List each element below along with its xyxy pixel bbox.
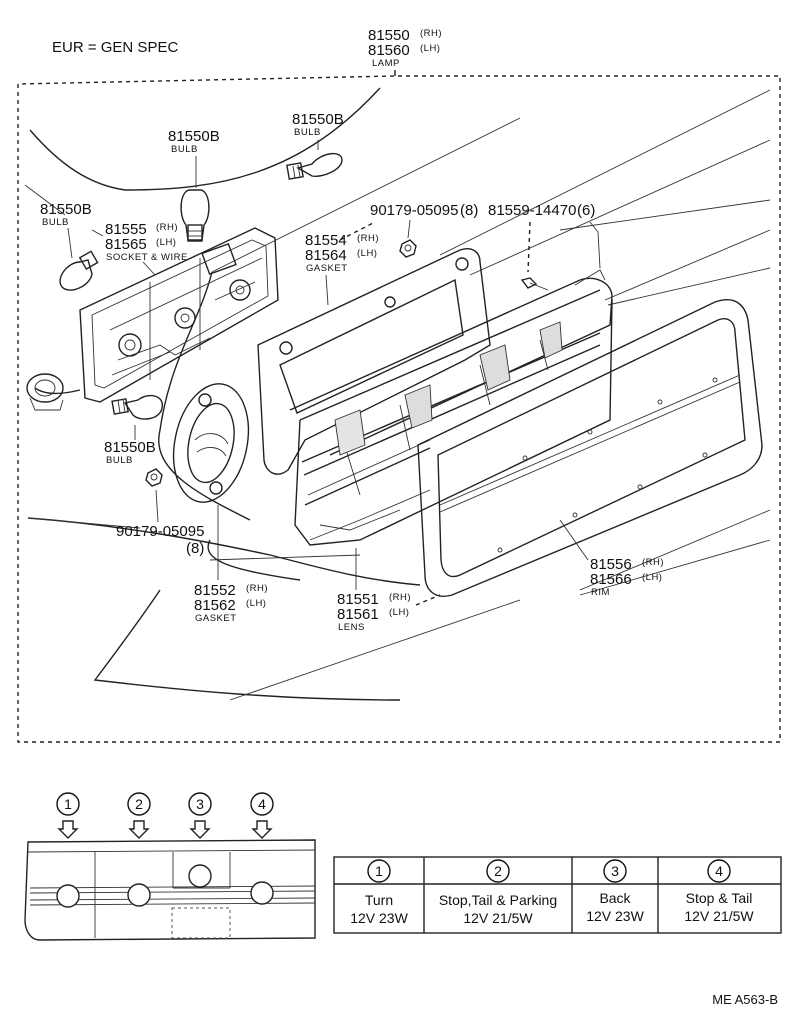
bulb-top-name: BULB bbox=[171, 144, 198, 155]
lens-rh: (RH) bbox=[389, 592, 411, 603]
lamp-pn-rh: 81550 bbox=[368, 27, 410, 44]
rim-lh: (LH) bbox=[642, 572, 662, 583]
table-function-1: Turn bbox=[365, 892, 393, 908]
gasket-a-rh: (RH) bbox=[357, 233, 379, 244]
bulb-bottom-name: BULB bbox=[106, 455, 133, 466]
bulb-upper-icon bbox=[286, 153, 343, 180]
svg-text:1: 1 bbox=[375, 863, 383, 879]
callout-bulb-left: 81550B BULB bbox=[40, 201, 92, 259]
gasket-a-lh: (LH) bbox=[357, 248, 377, 259]
table-header-1: 1 bbox=[367, 859, 391, 883]
lamp-lh: (LH) bbox=[420, 43, 440, 54]
svg-text:3: 3 bbox=[611, 863, 619, 879]
nut-bottom-qty: (8) bbox=[186, 540, 204, 557]
gasket-b-name: GASKET bbox=[195, 613, 237, 624]
gasket-b-pn-lh: 81562 bbox=[194, 597, 236, 614]
nut-bottom-pn: 90179-05095 bbox=[116, 523, 204, 540]
table-spec-4: 12V 21/5W bbox=[684, 908, 754, 924]
lamp-name: LAMP bbox=[372, 58, 400, 69]
lamp-rh: (RH) bbox=[420, 28, 442, 39]
vehicle-body-outline bbox=[24, 87, 771, 701]
svg-text:3: 3 bbox=[196, 796, 204, 812]
table-function-3: Back bbox=[599, 890, 631, 906]
bulb-top-pn: 81550B bbox=[168, 128, 220, 145]
position-marker-2: 2 bbox=[127, 792, 151, 839]
callout-gasket-b: 81552 (RH) 81562 (LH) GASKET bbox=[194, 505, 361, 624]
position-marker-1: 1 bbox=[56, 792, 80, 839]
diagram-code: ME A563-B bbox=[712, 992, 778, 1007]
nut-bottom-icon bbox=[145, 468, 163, 487]
gasket-a-pn-lh: 81564 bbox=[305, 247, 347, 264]
nut-top-qty: (8) bbox=[460, 202, 478, 219]
spec-label: EUR = GEN SPEC bbox=[52, 39, 178, 56]
svg-text:2: 2 bbox=[135, 796, 143, 812]
callout-bulb-upper: 81550B BULB bbox=[292, 111, 344, 150]
nut-top-pn: 90179-05095 bbox=[370, 202, 458, 219]
socket-lh: (LH) bbox=[156, 237, 176, 248]
lens-name: LENS bbox=[338, 622, 365, 633]
callout-bulb-top: 81550B BULB bbox=[168, 128, 220, 188]
callout-screw: 81559-14470 (6) bbox=[488, 202, 601, 273]
gasket-a-name: GASKET bbox=[306, 263, 348, 274]
socket-wire-assembly bbox=[26, 227, 279, 411]
bulb-left-name: BULB bbox=[42, 217, 69, 228]
callout-bulb-bottom: 81550B BULB bbox=[104, 425, 156, 466]
callout-nut-top: 90179-05095 (8) bbox=[370, 202, 478, 239]
rim-pn-lh: 81566 bbox=[590, 571, 632, 588]
rim-pn-rh: 81556 bbox=[590, 556, 632, 573]
bulb-bottom-pn: 81550B bbox=[104, 439, 156, 456]
svg-text:4: 4 bbox=[715, 863, 723, 879]
screw-qty: (6) bbox=[577, 202, 595, 219]
gasket-b-rh: (RH) bbox=[246, 583, 268, 594]
socket-pn-rh: 81555 bbox=[105, 221, 147, 238]
svg-text:2: 2 bbox=[494, 863, 502, 879]
bulb-position-table: 1 2 3 4 Turn 12V 23W Stop,Tail & Parking… bbox=[333, 856, 782, 934]
rim-name: RIM bbox=[591, 587, 610, 598]
callout-gasket-a: 81554 (RH) 81564 (LH) GASKET bbox=[305, 221, 379, 306]
assembly-frame bbox=[17, 75, 781, 743]
table-header-2: 2 bbox=[486, 859, 510, 883]
svg-text:1: 1 bbox=[64, 796, 72, 812]
lens-lh: (LH) bbox=[389, 607, 409, 618]
lamp-callout: 81550 (RH) 81560 (LH) LAMP bbox=[368, 27, 442, 76]
table-function-2: Stop,Tail & Parking bbox=[439, 892, 557, 908]
bulb-top-icon bbox=[180, 189, 210, 242]
bulb-bottom-icon bbox=[111, 394, 163, 420]
rim-frame bbox=[417, 299, 763, 597]
position-marker-3: 3 bbox=[188, 792, 212, 839]
callout-nut-bottom: 90179-05095 (8) bbox=[27, 489, 204, 557]
callout-socket: 81555 (RH) 81565 (LH) SOCKET & WIRE bbox=[91, 221, 188, 276]
socket-rh: (RH) bbox=[156, 222, 178, 233]
socket-pn-lh: 81565 bbox=[105, 236, 147, 253]
table-header-4: 4 bbox=[707, 859, 731, 883]
lens-housing bbox=[289, 269, 613, 546]
gasket-oval bbox=[172, 383, 250, 503]
table-spec-3: 12V 23W bbox=[586, 908, 644, 924]
callout-rim: 81556 (RH) 81566 (LH) RIM bbox=[559, 519, 664, 598]
gasket-b-pn-rh: 81552 bbox=[194, 582, 236, 599]
lamp-face-schematic: 1 2 3 4 bbox=[24, 792, 316, 941]
table-spec-1: 12V 23W bbox=[350, 910, 408, 926]
gasket-frame bbox=[257, 248, 491, 475]
position-marker-4: 4 bbox=[250, 792, 274, 839]
lens-pn-rh: 81551 bbox=[337, 591, 379, 608]
bulb-upper-pn: 81550B bbox=[292, 111, 344, 128]
lens-pn-lh: 81561 bbox=[337, 606, 379, 623]
gasket-b-lh: (LH) bbox=[246, 598, 266, 609]
screw-pn: 81559-14470 bbox=[488, 202, 576, 219]
gasket-a-pn-rh: 81554 bbox=[305, 232, 347, 249]
rim-rh: (RH) bbox=[642, 557, 664, 568]
table-spec-2: 12V 21/5W bbox=[463, 910, 533, 926]
socket-name: SOCKET & WIRE bbox=[106, 252, 188, 263]
bulb-upper-name: BULB bbox=[294, 127, 321, 138]
bulb-left-icon bbox=[59, 250, 99, 291]
table-function-4: Stop & Tail bbox=[686, 890, 753, 906]
lamp-pn-lh: 81560 bbox=[368, 42, 410, 59]
nut-top-icon bbox=[399, 239, 417, 258]
svg-text:4: 4 bbox=[258, 796, 266, 812]
bulb-left-pn: 81550B bbox=[40, 201, 92, 218]
callout-lens: 81551 (RH) 81561 (LH) LENS bbox=[337, 548, 441, 633]
table-header-3: 3 bbox=[603, 859, 627, 883]
